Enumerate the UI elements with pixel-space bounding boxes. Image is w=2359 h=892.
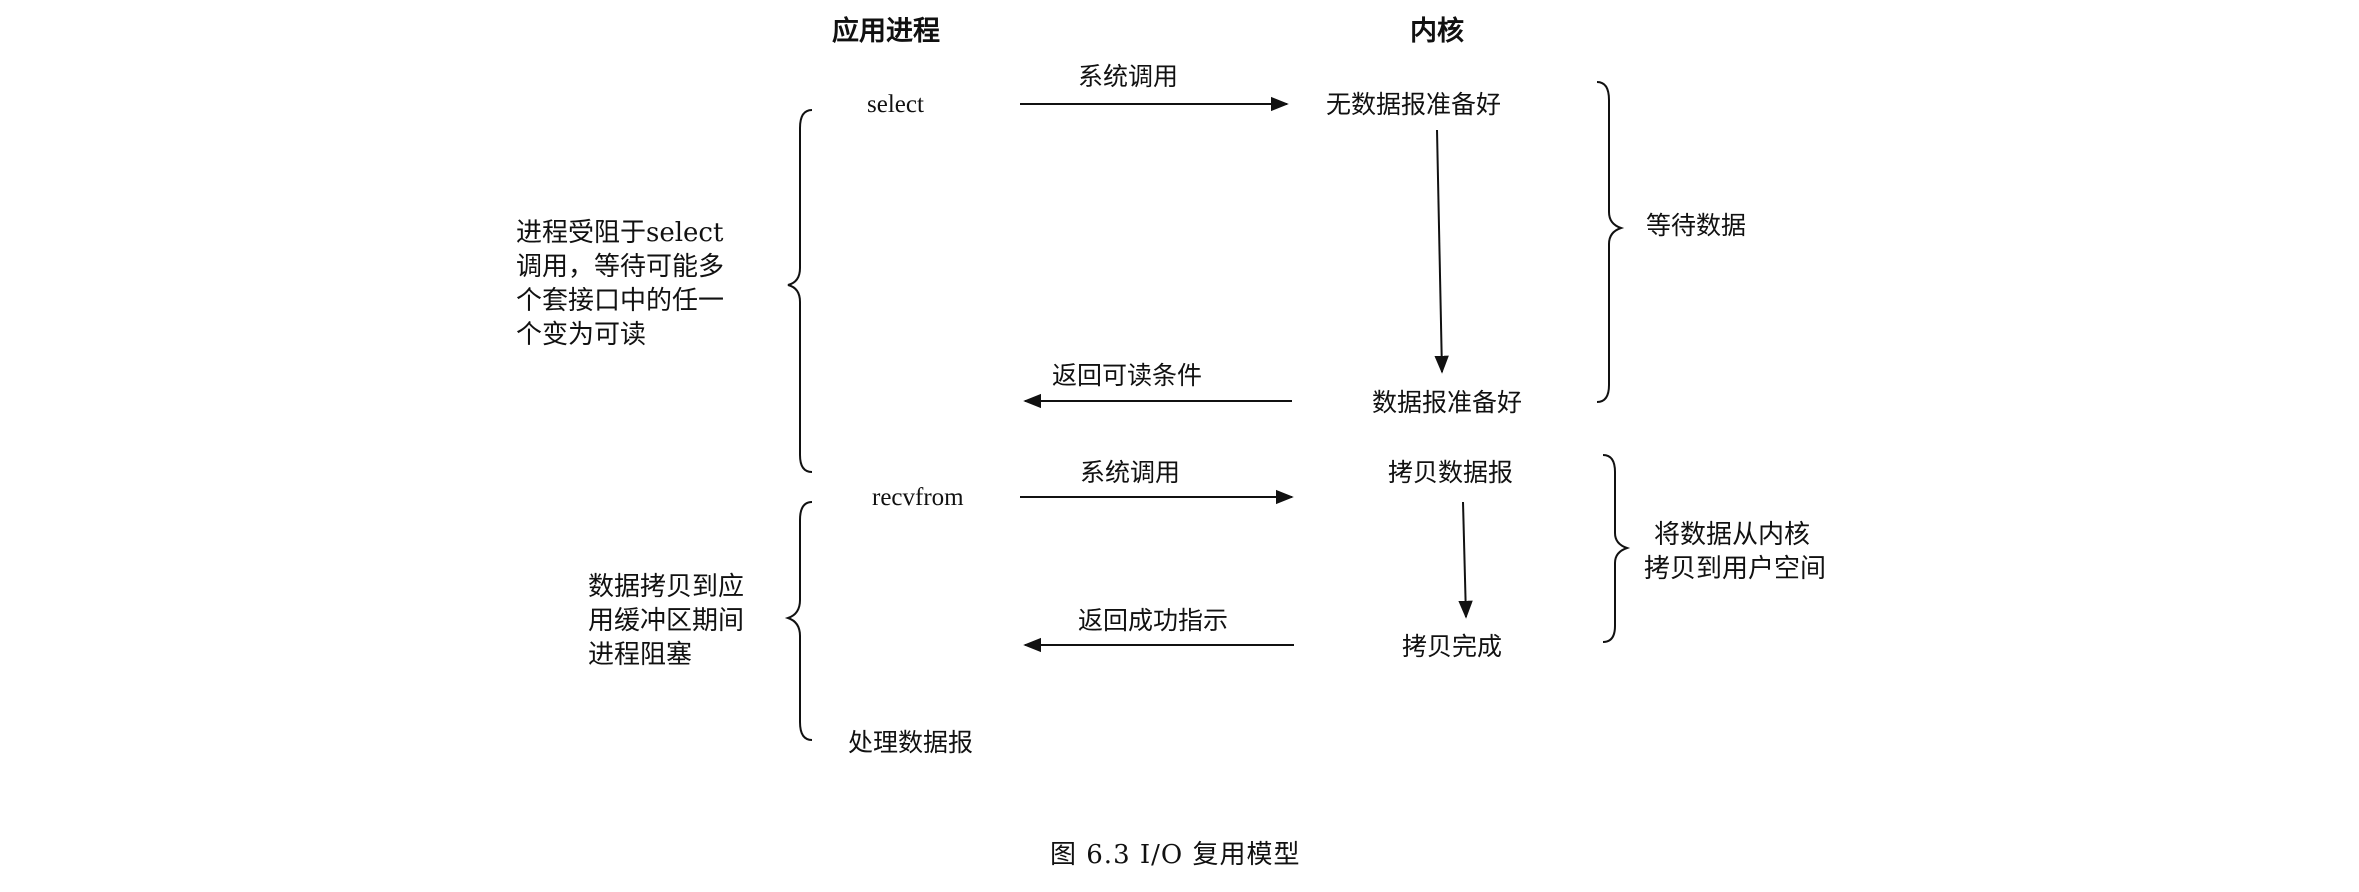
note-copy-kernel-to-user-line: 拷贝到用户空间 — [1644, 554, 1827, 584]
label-copy-datagram: 拷贝数据报 — [1388, 458, 1514, 487]
label-syscall-1: 系统调用 — [1078, 62, 1179, 91]
note-blocked-during-copy-line: 进程阻塞 — [588, 640, 693, 670]
note-blocked-in-select: 进程受阻于select 调用，等待可能多 个套接口中的任一 个变为可读 — [516, 216, 724, 352]
label-return-readable: 返回可读条件 — [1052, 361, 1203, 390]
note-blocked-in-select-line: 进程受阻于select — [516, 218, 724, 248]
note-blocked-during-copy-line: 用缓冲区期间 — [588, 606, 745, 636]
label-datagram-ready: 数据报准备好 — [1372, 388, 1523, 417]
header-app-process: 应用进程 — [832, 16, 940, 47]
label-return-success: 返回成功指示 — [1078, 606, 1229, 635]
brace-copy-to-user — [1602, 454, 1631, 643]
arrow-kernel-wait — [1434, 129, 1449, 374]
note-blocked-during-copy: 数据拷贝到应 用缓冲区期间 进程阻塞 — [588, 570, 744, 672]
label-copy-complete: 拷贝完成 — [1402, 632, 1503, 661]
arrow-kernel-copy — [1458, 501, 1473, 619]
note-copy-kernel-to-user: 将数据从内核 拷贝到用户空间 — [1644, 518, 1826, 586]
note-copy-kernel-to-user-line: 将数据从内核 — [1654, 520, 1811, 550]
label-recvfrom: recvfrom — [872, 484, 964, 511]
header-kernel: 内核 — [1410, 16, 1464, 47]
note-blocked-in-select-line: 个变为可读 — [516, 320, 647, 350]
label-no-datagram-ready: 无数据报准备好 — [1326, 90, 1502, 119]
label-syscall-2: 系统调用 — [1080, 458, 1181, 487]
note-blocked-in-select-line: 个套接口中的任一 — [516, 286, 725, 316]
label-select: select — [867, 91, 924, 118]
brace-blocked-copy — [784, 501, 813, 741]
brace-blocked-select — [787, 109, 813, 473]
brace-wait-data — [1596, 81, 1625, 403]
label-process-datagram: 处理数据报 — [848, 728, 974, 757]
note-blocked-during-copy-line: 数据拷贝到应 — [588, 572, 745, 602]
note-blocked-in-select-line: 调用，等待可能多 — [516, 252, 725, 282]
figure-caption: 图 6.3 I/O 复用模型 — [1050, 840, 1301, 870]
note-wait-for-data: 等待数据 — [1646, 211, 1747, 240]
